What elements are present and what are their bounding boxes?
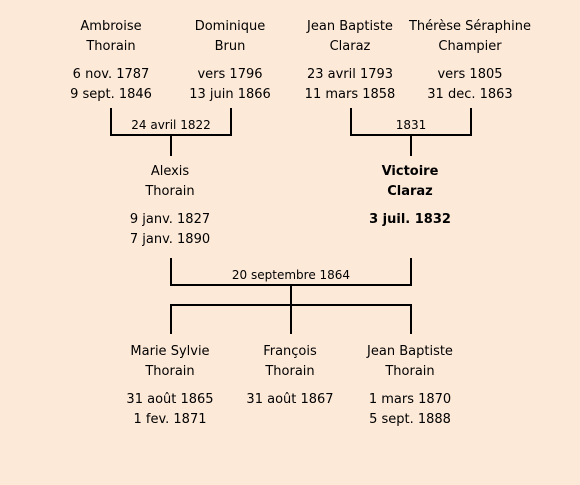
person-birth-date: 31 août 1867 xyxy=(246,392,334,407)
person-first-name: Jean Baptiste xyxy=(367,344,453,359)
person-first-name: Victoire xyxy=(381,164,439,179)
person-first-name: Jean Baptiste xyxy=(307,19,393,34)
person-first-name: Dominique xyxy=(194,19,266,34)
person-birth-date: 31 août 1865 xyxy=(126,392,214,407)
person-death-date: 11 mars 1858 xyxy=(304,87,396,102)
connector-line xyxy=(230,108,232,136)
descent-line xyxy=(170,134,172,156)
connector-line xyxy=(410,258,412,286)
person-first-name: Thérèse Séraphine xyxy=(408,19,532,34)
person-first-name: Ambroise xyxy=(80,19,142,34)
person-first-name: Marie Sylvie xyxy=(130,344,210,359)
person-francois-thorain: François Thorain 31 août 1867 xyxy=(225,342,355,410)
connector-line xyxy=(470,108,472,136)
child-drop-line xyxy=(290,304,292,334)
person-last-name: Thorain xyxy=(145,364,195,379)
person-first-name: Alexis xyxy=(150,164,190,179)
child-drop-line xyxy=(170,304,172,334)
person-last-name: Champier xyxy=(438,39,502,54)
person-death-date: 31 dec. 1863 xyxy=(427,87,513,102)
descent-line xyxy=(290,284,292,306)
person-last-name: Claraz xyxy=(387,184,433,199)
child-drop-line xyxy=(410,304,412,334)
person-birth-date: 23 avril 1793 xyxy=(306,67,394,82)
descent-line xyxy=(410,134,412,156)
marriage-date-label: 20 septembre 1864 xyxy=(231,268,351,282)
person-death-date: 1 fev. 1871 xyxy=(133,412,207,427)
person-birth-date: 1 mars 1870 xyxy=(368,392,452,407)
person-first-name: François xyxy=(263,344,317,359)
person-last-name: Thorain xyxy=(145,184,195,199)
person-death-date: 7 janv. 1890 xyxy=(129,232,211,247)
person-last-name: Thorain xyxy=(385,364,435,379)
person-birth-date: 9 janv. 1827 xyxy=(129,212,211,227)
marriage-date-label: 24 avril 1822 xyxy=(131,118,211,132)
person-therese-seraphine-champier: Thérèse Séraphine Champier vers 1805 31 … xyxy=(400,17,540,105)
person-marie-sylvie-thorain: Marie Sylvie Thorain 31 août 1865 1 fev.… xyxy=(105,342,235,430)
person-dominique-brun: Dominique Brun vers 1796 13 juin 1866 xyxy=(165,17,295,105)
person-birth-date: 3 juil. 1832 xyxy=(369,212,451,227)
person-last-name: Thorain xyxy=(86,39,136,54)
person-alexis-thorain: Alexis Thorain 9 janv. 1827 7 janv. 1890 xyxy=(105,162,235,250)
person-birth-date: vers 1805 xyxy=(437,67,503,82)
person-death-date: 5 sept. 1888 xyxy=(369,412,451,427)
person-death-date: 9 sept. 1846 xyxy=(70,87,152,102)
person-victoire-claraz: Victoire Claraz 3 juil. 1832 xyxy=(345,162,475,230)
person-ambroise-thorain: Ambroise Thorain 6 nov. 1787 9 sept. 184… xyxy=(46,17,176,105)
person-jean-baptiste-claraz: Jean Baptiste Claraz 23 avril 1793 11 ma… xyxy=(285,17,415,105)
person-birth-date: vers 1796 xyxy=(197,67,263,82)
person-last-name: Brun xyxy=(214,39,246,54)
connector-line xyxy=(110,108,112,136)
person-last-name: Claraz xyxy=(329,39,371,54)
connector-line xyxy=(350,108,352,136)
connector-line xyxy=(170,258,172,286)
person-last-name: Thorain xyxy=(265,364,315,379)
person-jean-baptiste-thorain: Jean Baptiste Thorain 1 mars 1870 5 sept… xyxy=(345,342,475,430)
person-birth-date: 6 nov. 1787 xyxy=(72,67,150,82)
marriage-date-label: 1831 xyxy=(395,118,427,132)
person-death-date: 13 juin 1866 xyxy=(189,87,271,102)
